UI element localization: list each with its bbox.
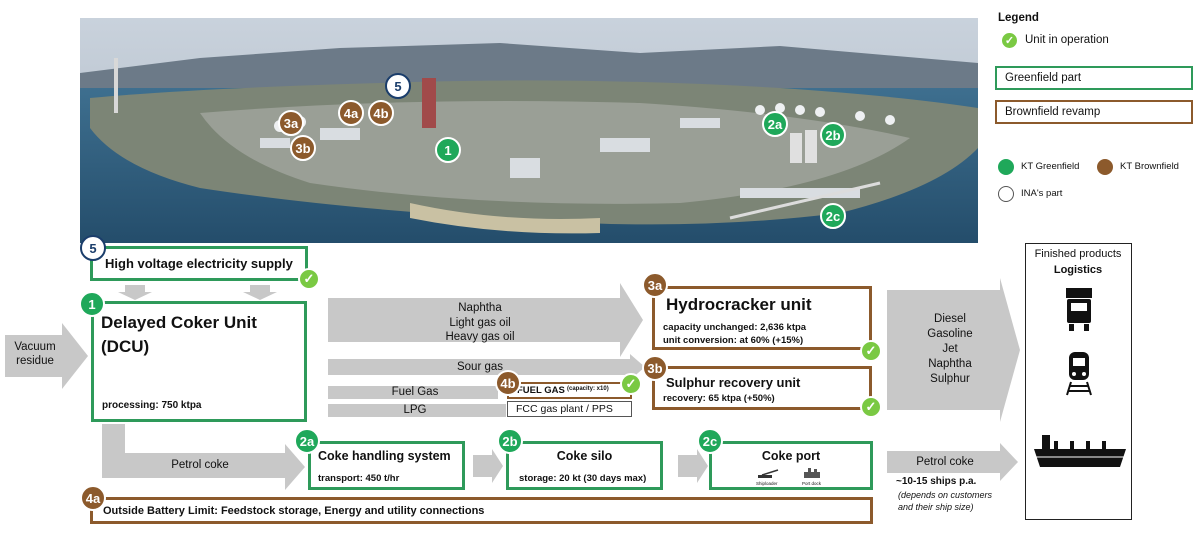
- photo-badge-3b: 3b: [290, 135, 316, 161]
- unit-4a-title: Outside Battery Limit: Feedstock storage…: [103, 505, 485, 517]
- legend-greenfield-box: Greenfield part: [995, 66, 1193, 90]
- unit-2b-detail: storage: 20 kt (30 days max): [519, 473, 647, 484]
- badge-2c: 2c: [697, 428, 723, 454]
- finished-products-box: Finished products Logistics: [1025, 243, 1132, 520]
- unit-4a-osbl: Outside Battery Limit: Feedstock storage…: [90, 497, 873, 524]
- unit-3b-title: Sulphur recovery unit: [666, 375, 801, 390]
- fuel-gas-flow-label: Fuel Gas: [391, 386, 439, 398]
- sour-gas-label: Sour gas: [456, 361, 504, 373]
- legend-in-operation: Unit in operation: [1025, 34, 1109, 46]
- unit-5-title: High voltage electricity supply: [105, 256, 293, 271]
- legend-kt-greenfield: KT Greenfield: [1021, 161, 1080, 172]
- legend-greenfield-label: Greenfield part: [1005, 72, 1082, 84]
- legend-white-dot-icon: [998, 186, 1014, 202]
- photo-badge-1: 1: [435, 137, 461, 163]
- unit-3b-sulphur: Sulphur recovery unit recovery: 65 ktpa …: [652, 366, 872, 410]
- check-icon-3a: ✓: [860, 340, 882, 362]
- unit-2a-title: Coke handling system: [318, 449, 451, 463]
- unit-4b-fuel-gas-label: FUEL GAS: [517, 385, 565, 396]
- photo-badge-4b: 4b: [368, 100, 394, 126]
- unit-4b-fuel-gas-capacity: (capacity: x10): [567, 386, 609, 392]
- unit-3a-detail2: unit conversion: at 60% (+15%): [663, 335, 804, 346]
- unit-3a-detail1: capacity unchanged: 2,636 ktpa: [663, 322, 807, 333]
- legend-check-icon: ✓: [1000, 31, 1019, 50]
- shiploader-icon: [758, 469, 779, 478]
- ship-icon: [1034, 435, 1126, 467]
- legend-brownfield-label: Brownfield revamp: [1005, 106, 1101, 118]
- unit-3a-hydrocracker: Hydrocracker unit capacity unchanged: 2,…: [652, 286, 872, 350]
- legend-ina-part: INA's part: [1021, 188, 1063, 199]
- unit-3b-detail: recovery: 65 ktpa (+50%): [663, 393, 775, 404]
- legend-green-dot-icon: [998, 159, 1014, 175]
- unit-2b-title: Coke silo: [556, 449, 613, 463]
- ships-label: ~10-15 ships p.a.: [896, 476, 977, 487]
- photo-badge-2c: 2c: [820, 203, 846, 229]
- unit-2b-coke-silo: Coke silo storage: 20 kt (30 days max): [506, 441, 663, 490]
- check-icon-3b: ✓: [860, 396, 882, 418]
- unit-4b-fuel-gas: FUEL GAS (capacity: x10): [507, 382, 632, 399]
- train-icon: [1066, 352, 1092, 396]
- products-label: Diesel Gasoline Jet Naphtha Sulphur: [927, 313, 973, 385]
- legend-kt-brownfield: KT Brownfield: [1120, 161, 1179, 172]
- unit-1-detail: processing: 750 ktpa: [102, 400, 202, 411]
- photo-badge-5: 5: [385, 73, 411, 99]
- liquids-flow-label: Naphtha Light gas oil Heavy gas oil: [445, 302, 515, 343]
- unit-4b-fcc: FCC gas plant / PPS: [507, 401, 632, 417]
- truck-icon: [1066, 288, 1092, 331]
- unit-2c-coke-port: Coke port Shiploader Port dock: [709, 441, 873, 490]
- shiploader-label: Shiploader: [756, 481, 778, 486]
- unit-1-title: Delayed Coker Unit (DCU): [101, 313, 257, 356]
- unit-5-electricity: High voltage electricity supply: [90, 246, 308, 281]
- badge-4a: 4a: [80, 485, 106, 511]
- badge-5: 5: [80, 235, 106, 261]
- check-icon-4b: ✓: [620, 373, 642, 395]
- photo-badge-2a: 2a: [762, 111, 788, 137]
- unit-4b-fcc-label: FCC gas plant / PPS: [516, 403, 613, 415]
- finished-products-title: Finished products: [1034, 248, 1122, 260]
- legend: Legend ✓ Unit in operation Greenfield pa…: [995, 10, 1195, 210]
- port-dock-label: Port dock: [802, 481, 822, 486]
- photo-badge-4a: 4a: [338, 100, 364, 126]
- unit-2a-detail: transport: 450 t/hr: [318, 473, 400, 484]
- unit-3a-title: Hydrocracker unit: [666, 295, 812, 314]
- legend-brown-dot-icon: [1097, 159, 1113, 175]
- badge-2a: 2a: [294, 428, 320, 454]
- vacuum-residue-label: Vacuum residue: [14, 341, 56, 367]
- legend-brownfield-box: Brownfield revamp: [995, 100, 1193, 124]
- photo-badge-3a: 3a: [278, 110, 304, 136]
- unit-1-dcu: Delayed Coker Unit (DCU) processing: 750…: [91, 301, 307, 422]
- refinery-aerial-photo: 5 4a 4b 3a 3b 1 2a 2b 2c: [80, 18, 978, 243]
- photo-badge-2b: 2b: [820, 122, 846, 148]
- petrol-coke-in-label: Petrol coke: [171, 459, 229, 471]
- unit-2a-coke-handling: Coke handling system transport: 450 t/hr: [308, 441, 465, 490]
- badge-4b: 4b: [495, 370, 521, 396]
- badge-1: 1: [79, 291, 105, 317]
- finished-products-subtitle: Logistics: [1053, 264, 1103, 276]
- badge-3a: 3a: [642, 272, 668, 298]
- badge-2b: 2b: [497, 428, 523, 454]
- check-icon-5: ✓: [298, 268, 320, 290]
- lpg-flow-label: LPG: [403, 404, 427, 416]
- port-dock-icon: [804, 468, 820, 478]
- legend-title: Legend: [998, 12, 1039, 24]
- badge-3b: 3b: [642, 355, 668, 381]
- ships-note: (depends on customers and their ship siz…: [898, 490, 993, 512]
- unit-2c-title: Coke port: [761, 449, 821, 463]
- petrol-coke-out-label: Petrol coke: [916, 456, 974, 468]
